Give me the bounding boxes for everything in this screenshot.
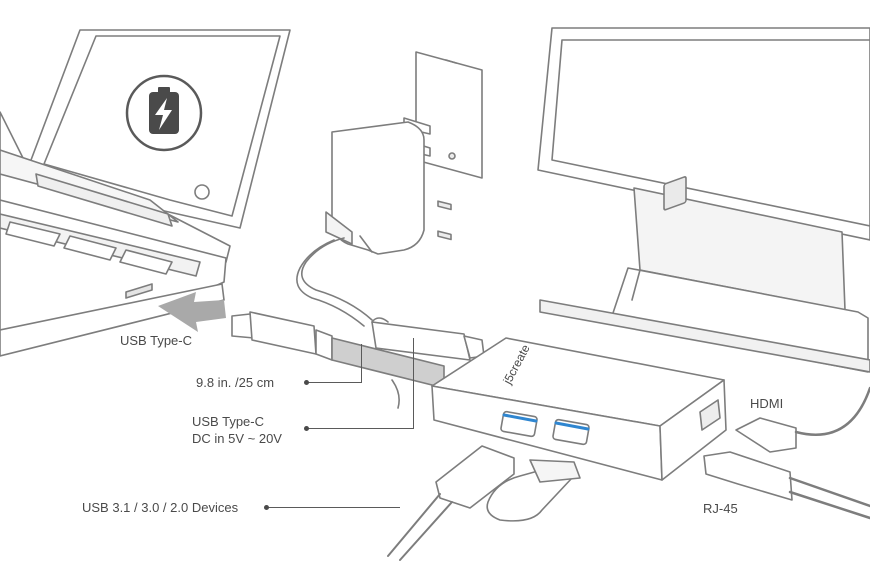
label-dc-input-line1: USB Type-C [192, 414, 265, 429]
label-usb-devices: USB 3.1 / 3.0 / 2.0 Devices [82, 500, 239, 515]
leader-dot-usb-devices [264, 505, 269, 510]
hdmi-cable [735, 386, 870, 453]
monitor [537, 27, 870, 373]
leader-dot-cable-length [304, 380, 309, 385]
label-cable-length: 9.8 in. /25 cm [196, 375, 275, 390]
usb-c-hub [431, 176, 727, 481]
label-rj45: RJ-45 [703, 501, 738, 516]
label-hdmi: HDMI [750, 396, 784, 411]
usb-flash-drive [486, 459, 581, 522]
wall-outlet [415, 51, 483, 241]
rj45-cable [703, 451, 870, 520]
label-dc-input-line2: DC in 5V ~ 20V [192, 431, 282, 446]
leader-dot-dc-input [304, 426, 309, 431]
insert-arrow [158, 292, 226, 332]
battery-charging-icon [125, 74, 203, 152]
usb-c-cable-to-laptop [231, 311, 445, 409]
leader-line-dc-input-vert [413, 338, 414, 428]
usb-a-cable [387, 445, 515, 561]
label-usb-type-c: USB Type-C [120, 333, 193, 348]
leader-line-cable-length [306, 382, 362, 383]
leader-line-cable-length-vert [361, 344, 362, 382]
power-adapter [296, 117, 431, 327]
laptop [0, 29, 291, 357]
leader-line-usb-devices [266, 507, 400, 508]
leader-line-dc-input [306, 428, 414, 429]
